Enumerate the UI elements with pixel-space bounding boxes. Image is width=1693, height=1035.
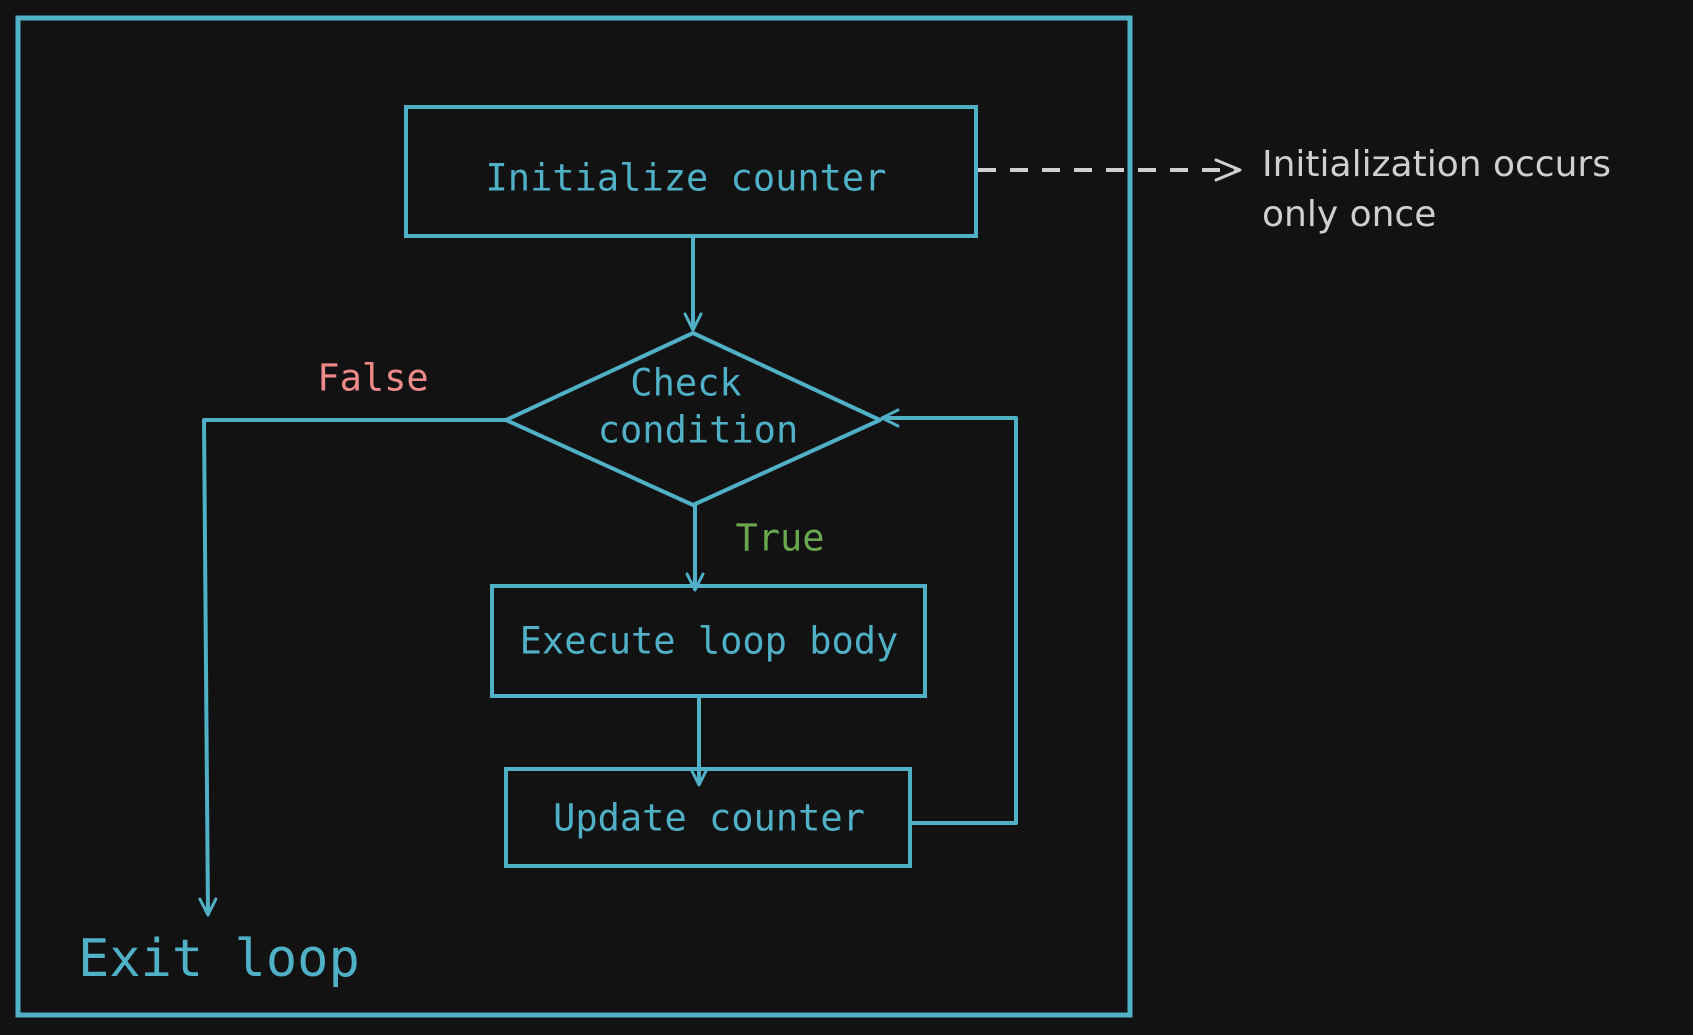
outer-frame (15, 15, 1133, 1018)
annotation-line2: only once (1262, 194, 1436, 235)
node-update-counter[interactable]: Update counter (504, 767, 912, 868)
node-execute-loop-body[interactable]: Execute loop body (490, 584, 927, 698)
node-initialize-counter-label: Initialize counter (486, 157, 887, 200)
node-check-condition-label-line1: Check (630, 362, 741, 405)
true-label: True (735, 517, 824, 560)
node-check-condition-label-line2: condition (598, 409, 798, 452)
edge-false-to-exit (198, 418, 506, 917)
edge-update-to-check (880, 408, 1018, 825)
node-update-counter-label: Update counter (553, 797, 865, 840)
node-initialize-counter[interactable]: Initialize counter (404, 105, 978, 238)
node-exit-loop-label[interactable]: Exit loop (78, 929, 360, 989)
node-execute-loop-body-label: Execute loop body (520, 620, 899, 663)
annotation-line1: Initialization occurs (1262, 144, 1611, 185)
false-label: False (317, 357, 428, 400)
node-check-condition[interactable]: Check condition (504, 331, 882, 507)
